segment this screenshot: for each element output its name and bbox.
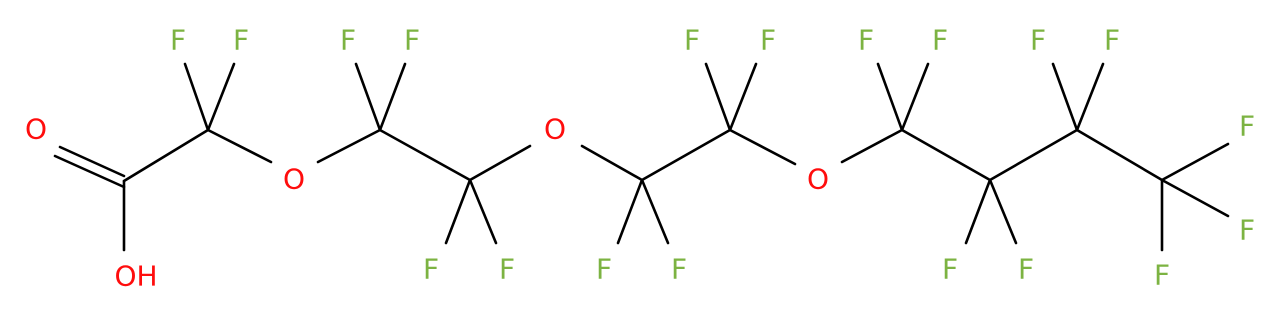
bond-layer (53, 62, 1230, 252)
bond-c6-o4 (728, 128, 797, 166)
atom-f18-label: F (1239, 214, 1255, 247)
atom-f4-label: F (404, 24, 420, 57)
atom-f5-label: F (423, 253, 439, 286)
atom-f13-label: F (942, 253, 958, 286)
atom-f8-label: F (671, 253, 687, 286)
bond-c3-c4 (378, 128, 472, 182)
bond-c10-f18 (1160, 178, 1230, 218)
bond-c5-f8 (640, 178, 670, 245)
bond-c7-f11 (876, 62, 904, 132)
atom-f14-label: F (1018, 253, 1034, 286)
atom-f16-label: F (1104, 24, 1120, 57)
bond-c6-f9 (704, 62, 732, 132)
atom-f17-label: F (1239, 110, 1255, 143)
bond-c8-c9 (988, 128, 1079, 182)
bond-o2-c3 (316, 128, 382, 164)
atom-f1-label: F (170, 24, 186, 57)
atom-f6-label: F (499, 253, 515, 286)
bond-o4-c7 (840, 128, 904, 164)
bond-c4-o3 (468, 144, 532, 182)
bond-c4-f6 (468, 178, 498, 245)
atom-f3-label: F (340, 24, 356, 57)
bond-c7-c8 (900, 128, 992, 182)
atom-f12-label: F (932, 24, 948, 57)
bond-carbonyl-2 (53, 154, 126, 189)
atom-f2-label: F (233, 24, 249, 57)
atom-f9-label: F (684, 24, 700, 57)
atom-f19-label: F (1154, 259, 1170, 292)
atom-oh-label: OH (114, 260, 157, 293)
atom-f7-label: F (596, 253, 612, 286)
bond-c5-c6 (640, 128, 732, 182)
atom-o3-label: O (544, 113, 566, 146)
bond-carbonyl-1 (58, 145, 126, 178)
atom-o1-label: O (25, 113, 47, 146)
atom-o2-label: O (283, 163, 305, 196)
bond-c8-f14 (988, 178, 1018, 245)
bond-c8-f13 (964, 178, 992, 245)
atom-f10-label: F (760, 24, 776, 57)
bond-c10-f17 (1160, 142, 1230, 182)
bond-c2-f2 (206, 62, 236, 132)
atom-label-layer: O OH F F O F F F F O F F F F O F F F F F… (25, 24, 1255, 293)
bond-o3-c5 (580, 144, 644, 182)
atom-o4-label: O (807, 163, 829, 196)
atom-f15-label: F (1030, 24, 1046, 57)
atom-f11-label: F (858, 24, 874, 57)
bond-c9-f15 (1051, 62, 1079, 132)
bond-c9-c10 (1075, 128, 1164, 182)
bond-c1-c2 (122, 128, 210, 183)
bond-c4-f5 (444, 178, 472, 245)
bond-c9-f16 (1075, 62, 1105, 132)
bond-c3-f3 (354, 62, 382, 132)
bond-c6-f10 (728, 62, 758, 132)
bond-c7-f12 (900, 62, 930, 132)
bond-c5-f7 (616, 178, 644, 245)
bond-c2-o2 (206, 128, 273, 164)
bond-c2-f1 (183, 62, 210, 132)
bond-c3-f4 (378, 62, 407, 132)
